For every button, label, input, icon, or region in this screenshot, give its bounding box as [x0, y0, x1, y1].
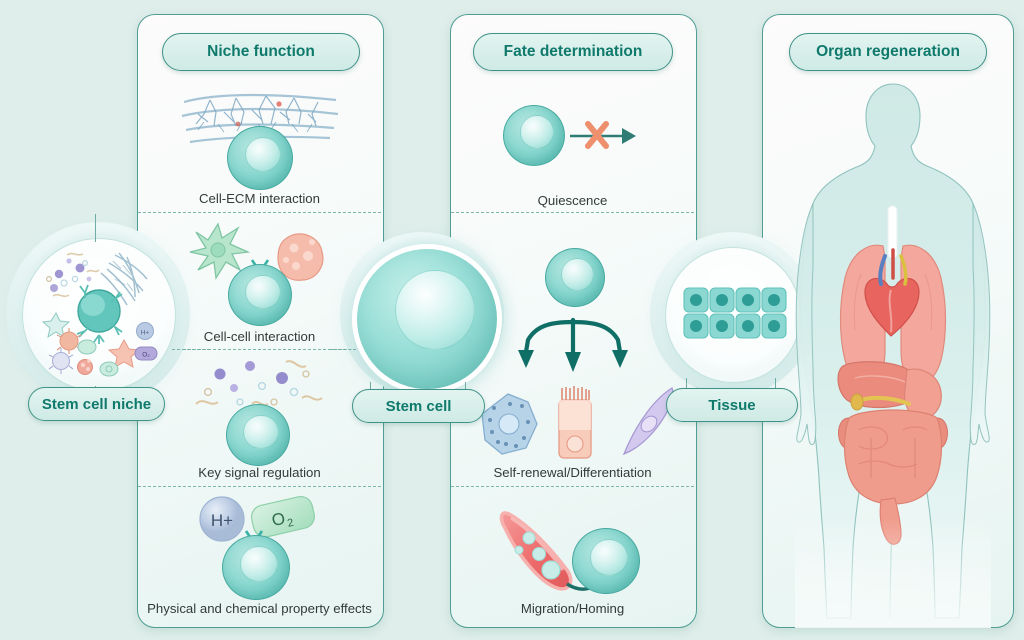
oxygen-badge: O 2 — [250, 496, 315, 538]
heart-icon — [864, 277, 920, 337]
arrow-head-icon — [622, 128, 636, 144]
niche-contents: H+ O₂ — [41, 252, 158, 377]
microvilli-icon — [561, 386, 590, 400]
caption-migration-homing: Migration/Homing — [520, 601, 625, 616]
node-label-text: Stem cell niche — [41, 395, 152, 413]
tissue-row-2 — [683, 313, 787, 339]
node-label-stem-cell-niche: Stem cell niche — [28, 387, 165, 421]
stem-cell-signal — [226, 404, 290, 466]
caption-key-signal-regulation: Key signal regulation — [198, 465, 321, 480]
immune-cell-icon — [277, 233, 324, 281]
niche-cells-icon — [41, 311, 141, 377]
node-label-text: Tissue — [708, 396, 756, 414]
stomach-icon — [904, 368, 942, 419]
panel-title-text: Fate determination — [503, 43, 643, 60]
caption-physical-chemical-effects: Physical and chemical property effects — [147, 601, 372, 616]
stem-cell-physical — [222, 535, 290, 600]
panel-title-organ-regeneration: Organ regeneration — [789, 33, 987, 71]
arrow-left-curve — [523, 319, 576, 355]
divider-fate-2 — [451, 486, 694, 487]
divider-stemcell-link — [330, 349, 356, 350]
ecm-fibers-icon — [100, 252, 148, 306]
panel-title-niche-function: Niche function — [162, 33, 360, 71]
niche-proton-badge: H+ — [136, 322, 154, 340]
stem-cell-nucleus — [394, 270, 476, 351]
stem-cell-cellcell — [228, 264, 292, 326]
section-physical-chemical-effects: H+ O 2 — [190, 495, 330, 575]
differentiated-cell-epithelial — [555, 386, 595, 460]
arrow-head-right-icon — [612, 350, 628, 368]
divider-niche-2 — [138, 349, 381, 350]
caption-self-renewal-differentiation: Self-renewal/Differentiation — [493, 465, 652, 480]
tissue-row-1 — [683, 287, 787, 313]
divider-niche-link — [172, 349, 210, 350]
svg-text:O₂: O₂ — [142, 352, 150, 359]
arrow-right-curve — [570, 319, 623, 355]
tissue-circle — [665, 247, 801, 383]
signal-molecules-icon — [46, 258, 92, 292]
differentiated-cell-polygonal — [480, 392, 540, 458]
node-label-text: Stem cell — [385, 397, 452, 415]
panel-title-text: Organ regeneration — [816, 43, 960, 60]
caption-cell-ecm-interaction: Cell-ECM interaction — [199, 191, 320, 206]
differentiation-arrows — [478, 316, 668, 388]
node-label-tissue: Tissue — [666, 388, 798, 422]
oxygen-subscript: 2 — [286, 517, 295, 530]
tissue-cell-grid — [683, 287, 787, 339]
stem-cell-niche-circle: H+ O₂ — [22, 238, 176, 392]
proton-badge — [199, 496, 245, 542]
stem-cell-homed — [572, 528, 640, 594]
panel-title-text: Niche function — [207, 43, 315, 60]
stem-cell-ecm — [227, 126, 293, 190]
quiescence-blocked-arrow — [568, 112, 640, 160]
leg-fade-overlay — [795, 518, 991, 628]
arrow-head-center-icon — [565, 352, 581, 372]
oxygen-label: O — [270, 509, 287, 530]
human-body-illustration — [795, 78, 991, 628]
panel-title-fate-determination: Fate determination — [473, 33, 673, 71]
divider-niche-1 — [138, 212, 381, 213]
proton-label: H+ — [211, 511, 233, 530]
block-x-icon — [585, 121, 609, 149]
caption-cell-cell-interaction: Cell-cell interaction — [203, 329, 316, 344]
stem-cell-quiescent — [503, 105, 565, 166]
niche-oxygen-badge: O₂ — [134, 346, 158, 361]
stem-cell-differentiating — [545, 248, 605, 307]
pancreas-icon — [850, 393, 911, 411]
stem-cell-circle — [352, 244, 502, 394]
divider-niche-3 — [138, 486, 381, 487]
ecm-markers-icon — [235, 101, 282, 127]
svg-text:H+: H+ — [141, 330, 150, 337]
circulating-cells-icon — [514, 531, 561, 580]
node-label-stem-cell: Stem cell — [352, 389, 485, 423]
connector-niche-top — [95, 214, 97, 242]
differentiated-cell-spindle — [616, 384, 682, 460]
peptide-squiggle-icon — [195, 360, 323, 406]
great-vessels-icon — [878, 248, 908, 286]
divider-fate-1 — [451, 212, 694, 213]
arrow-head-left-icon — [518, 350, 534, 368]
signal-molecules-cluster-icon — [203, 361, 310, 406]
caption-quiescence: Quiescence — [537, 193, 608, 208]
